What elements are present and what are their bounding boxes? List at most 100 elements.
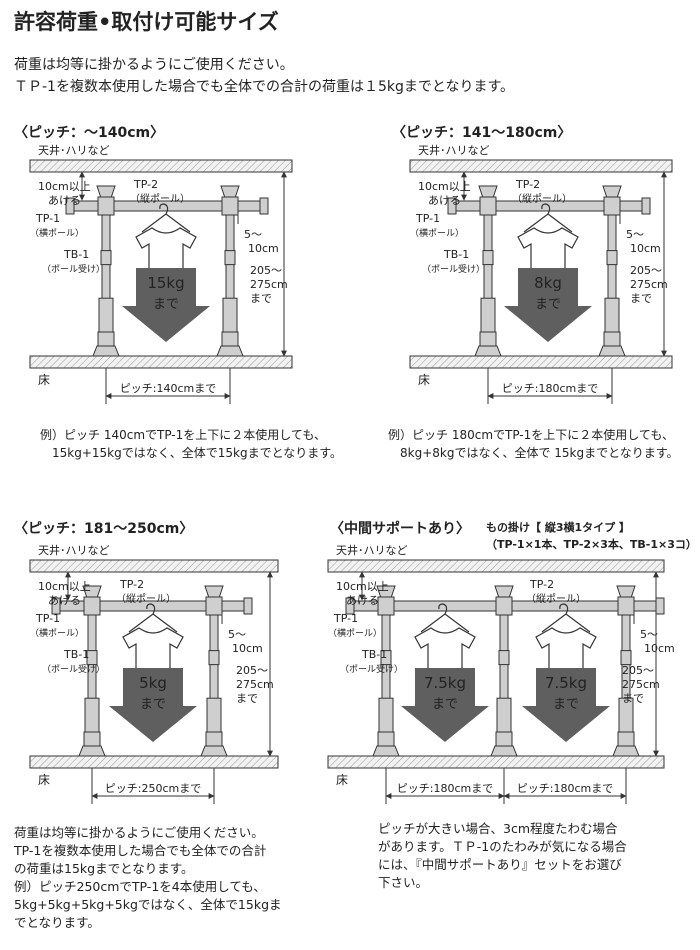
- pole-foot: [617, 731, 635, 747]
- tp1-sub-label-c: （横ポール）: [30, 627, 84, 639]
- tp2-sub-label-b: （縦ポール）: [512, 192, 572, 205]
- pole-lower: [206, 697, 222, 733]
- pole-base: [474, 345, 502, 357]
- tp2-sub-label-d: （縦ポール）: [526, 592, 586, 605]
- shirt-group-c-0: [122, 603, 184, 673]
- height-label-1-a: 205～: [250, 264, 282, 277]
- tb1-sub-label-c: （ポール受け）: [42, 663, 105, 675]
- pole-joint: [208, 650, 220, 666]
- bar-joint-a-0: [97, 196, 115, 216]
- height-label-2-a: 275cm: [250, 278, 288, 291]
- load-arrow-d-0: 7.5kgまで: [401, 668, 489, 742]
- hanger: [141, 213, 191, 233]
- tp2-pole-b-0: [474, 185, 502, 357]
- gap-label-2-c: あける: [48, 594, 81, 607]
- load-suffix: まで: [153, 297, 179, 312]
- tb1-sub-label-b: （ポール受け）: [422, 263, 485, 275]
- tp2-sub-label-a: （縦ポール）: [130, 192, 190, 205]
- load-arrow: [522, 668, 610, 742]
- pole-joint: [380, 650, 392, 666]
- bar-end-cap-c: [243, 597, 253, 615]
- load-arrow-c-0: 5kgまで: [109, 668, 197, 742]
- ceiling-label-d: 天井･ハリなど: [336, 543, 408, 557]
- ceiling-label-b: 天井･ハリなど: [418, 143, 490, 157]
- bar-joint-d-1: [495, 596, 513, 616]
- hanger: [420, 613, 470, 633]
- pole-lower: [378, 697, 394, 733]
- load-arrow: [401, 668, 489, 742]
- shirt-group-a-0: [135, 203, 197, 273]
- load-arrow: [122, 268, 210, 342]
- pole-joint: [86, 650, 98, 666]
- overhang-label-1-a: 5～: [244, 228, 262, 241]
- shirt-group-b-0: [517, 203, 579, 273]
- tp1-label-d: TP-1: [333, 612, 358, 625]
- shirt-icon: [135, 227, 197, 273]
- height-label-3-b: まで: [630, 292, 652, 305]
- ceiling-label-c: 天井･ハリなど: [38, 543, 110, 557]
- pole-foot: [603, 331, 621, 347]
- tp2-pole-d-1: [490, 585, 518, 757]
- ceiling-a: [29, 159, 293, 173]
- load-value: 7.5kg: [424, 674, 466, 692]
- support-subheading-1: もの掛け【 縦3横1タイプ 】: [486, 521, 630, 534]
- tp2-pole-a-1: [216, 185, 244, 357]
- pole-lower: [496, 697, 512, 733]
- bar-end-cap-b: [641, 197, 651, 215]
- ceiling-c: [29, 559, 279, 573]
- overhang-label-1-b: 5～: [626, 228, 644, 241]
- tp2-sub-label-c: （縦ポール）: [116, 592, 176, 605]
- tp1-sub-label-d: （横ポール）: [328, 627, 382, 639]
- note-180: 例）ピッチ 180cmでTP-1を上下に２本使用しても、 8kg+8kgではなく…: [388, 428, 679, 460]
- tp2-label-c: TP-2: [119, 578, 144, 591]
- tp2-pole-d-2: [612, 585, 640, 757]
- shirt-group-d-0: [414, 603, 476, 673]
- bar-joint-c-0: [83, 596, 101, 616]
- gap-label-2-a: あける: [48, 194, 81, 207]
- pole-lower: [98, 297, 114, 333]
- pole-joint: [482, 250, 494, 266]
- height-label-1-b: 205～: [630, 264, 662, 277]
- pole-foot: [83, 731, 101, 747]
- floor-c: [29, 755, 279, 769]
- gap-label-1-a: 10cm以上: [38, 180, 91, 193]
- pole-base: [78, 745, 106, 757]
- height-label-2-c: 275cm: [236, 678, 274, 691]
- tb1-label-d: TB-1: [361, 648, 387, 661]
- pole-base: [598, 345, 626, 357]
- pole-base: [490, 745, 518, 757]
- ceiling-b: [409, 159, 673, 173]
- tb1-label-b: TB-1: [443, 248, 469, 261]
- tp1-label-a: TP-1: [35, 212, 60, 225]
- ceiling-label-a: 天井･ハリなど: [38, 143, 110, 157]
- tp1-label-c: TP-1: [35, 612, 60, 625]
- shirt-group-d-1: [535, 603, 597, 673]
- height-label-2-b: 275cm: [630, 278, 668, 291]
- bar-joint-a-1: [221, 196, 239, 216]
- pole-foot: [479, 331, 497, 347]
- overhang-label-2-c: 10cm: [232, 642, 263, 655]
- intro-text: 荷重は均等に掛かるようにご使用ください。 ＴＰ-1を複数本使用した場合でも全体で…: [14, 57, 515, 95]
- height-label-1-c: 205～: [236, 664, 268, 677]
- tp1-sub-label-a: （横ポール）: [30, 227, 84, 239]
- pitch-label-c-0: ピッチ:250cmまで: [105, 782, 201, 795]
- pole-top-cap: [204, 585, 224, 599]
- floor-d: [327, 755, 665, 769]
- floor-label-b: 床: [418, 373, 430, 387]
- section-heading-support: 〈中間サポートあり〉: [330, 521, 470, 537]
- pole-joint: [498, 650, 510, 666]
- pole-base: [216, 345, 244, 357]
- pitch-label-b-0: ピッチ:180cmまで: [502, 382, 598, 395]
- bar-joint-d-2: [617, 596, 635, 616]
- pole-top-cap: [494, 585, 514, 599]
- height-label-3-d: まで: [622, 692, 644, 705]
- load-suffix: まで: [140, 697, 166, 712]
- load-value: 8kg: [534, 274, 562, 292]
- gap-label-1-c: 10cm以上: [38, 580, 91, 593]
- pole-base: [92, 345, 120, 357]
- shirt-icon: [517, 227, 579, 273]
- bar-joint-c-1: [205, 596, 223, 616]
- height-label-1-d: 205～: [622, 664, 654, 677]
